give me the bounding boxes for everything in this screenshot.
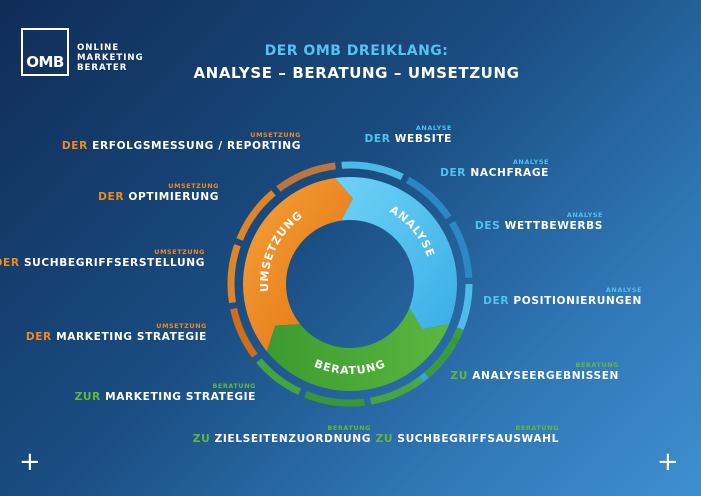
outer-segment-2 (405, 176, 452, 220)
label-prefix: ZU (450, 370, 468, 382)
inner-ring (242, 177, 457, 391)
title-line-1: DER OMB DREIKLANG: (264, 43, 449, 59)
outer-segment-11 (227, 244, 241, 304)
label-text: SUCHBEGRIFFSERSTELLUNG (23, 257, 205, 269)
outer-segment-9 (256, 358, 302, 396)
label-nachfrage: ANALYSE DER NACHFRAGE (440, 158, 549, 180)
label-text: ERFOLGSMESSUNG / REPORTING (92, 140, 301, 152)
label-category: UMSETZUNG (168, 182, 219, 190)
label-prefix: DER (98, 191, 125, 203)
label-category: UMSETZUNG (250, 131, 301, 139)
label-zielseitenzuordnung: BERATUNG ZU ZIELSEITENZUORDNUNG (193, 424, 371, 446)
segment-beratung (266, 307, 450, 391)
label-website: ANALYSE DER WEBSITE (364, 124, 452, 146)
label-wettbewerbs: ANALYSE DES WETTBEWERBS (475, 211, 603, 233)
label-category: BERATUNG (212, 382, 256, 390)
outer-segment-8 (304, 391, 365, 407)
label-category: ANALYSE (605, 286, 642, 294)
label-prefix: ZU (375, 433, 394, 445)
label-prefix: DER (364, 133, 391, 145)
label-erfolgsmessung: UMSETZUNG DER ERFOLGSMESSUNG / REPORTING (62, 131, 301, 153)
label-prefix: DES (474, 220, 501, 232)
outer-segment-3 (448, 220, 473, 279)
logo-mark-text: OMB (26, 53, 64, 71)
label-text: WEBSITE (394, 133, 452, 145)
label-prefix: ZUR (74, 391, 101, 403)
label-text: SUCHBEGRIFFSAUSWAHL (397, 433, 559, 445)
outer-segment-13 (276, 162, 336, 192)
label-marketing-strategie-beratung: BERATUNG ZUR MARKETING STRATEGIE (75, 382, 256, 404)
label-category: UMSETZUNG (154, 248, 205, 256)
title-line-2: ANALYSE – BERATUNG – UMSETZUNG (193, 64, 520, 82)
label-category: ANALYSE (566, 211, 603, 219)
label-text: WETTBEWERBS (504, 220, 603, 232)
outer-segment-6 (424, 327, 464, 378)
outer-segment-1 (341, 161, 404, 181)
corner-plus-left: + (19, 447, 41, 477)
label-category: ANALYSE (512, 158, 549, 166)
logo-line-1: ONLINE (77, 43, 120, 53)
label-prefix: DER (440, 167, 467, 179)
logo-wordmark: ONLINE MARKETING BERATER (77, 43, 144, 73)
outer-segment-ring (227, 161, 473, 407)
label-suchbegriffsauswahl: BERATUNG ZU SUCHBEGRIFFSAUSWAHL (376, 424, 559, 446)
label-prefix: ZU (192, 433, 211, 445)
label-text: MARKETING STRATEGIE (105, 391, 256, 403)
label-text: POSITIONIERUNGEN (513, 295, 642, 307)
label-prefix: DER (61, 140, 88, 152)
ring-label-beratung: BERATUNG (312, 357, 386, 377)
logo-mark: OMB (21, 28, 69, 76)
logo-line-2: MARKETING (77, 53, 144, 63)
outer-segment-7 (369, 376, 424, 405)
segment-analyse (335, 177, 457, 330)
logo-line-3: BERATER (77, 63, 128, 73)
segment-umsetzung (242, 178, 353, 352)
label-category: BERATUNG (515, 424, 559, 432)
label-suchbegriffserstellung: UMSETZUNG DER SUCHBEGRIFFSERSTELLUNG (0, 248, 205, 270)
label-text: ANALYSEERGEBNISSEN (472, 370, 619, 382)
label-category: ANALYSE (415, 124, 452, 132)
label-text: OPTIMIERUNG (128, 191, 219, 203)
label-prefix: DER (25, 331, 52, 343)
corner-plus-right: + (657, 447, 679, 477)
label-category: BERATUNG (327, 424, 371, 432)
label-category: BERATUNG (575, 361, 619, 369)
label-text: NACHFRAGE (470, 167, 549, 179)
label-category: UMSETZUNG (156, 322, 207, 330)
label-text: ZIELSEITENZUORDNUNG (214, 433, 371, 445)
label-positionierungen: ANALYSE DER POSITIONIERUNGEN (483, 286, 642, 308)
label-marketing-strategie-umsetzung: UMSETZUNG DER MARKETING STRATEGIE (26, 322, 207, 344)
outer-segment-10 (230, 307, 258, 358)
outer-segment-12 (236, 190, 276, 241)
label-text: MARKETING STRATEGIE (56, 331, 207, 343)
label-analyseergebnissen: BERATUNG ZU ANALYSEERGEBNISSEN (450, 361, 619, 383)
label-prefix: DER (0, 257, 20, 269)
svg-text:BERATUNG: BERATUNG (312, 357, 387, 377)
label-optimierung: UMSETZUNG DER OPTIMIERUNG (98, 182, 219, 204)
label-prefix: DER (483, 295, 510, 307)
omb-logo: OMB ONLINE MARKETING BERATER (21, 28, 144, 76)
